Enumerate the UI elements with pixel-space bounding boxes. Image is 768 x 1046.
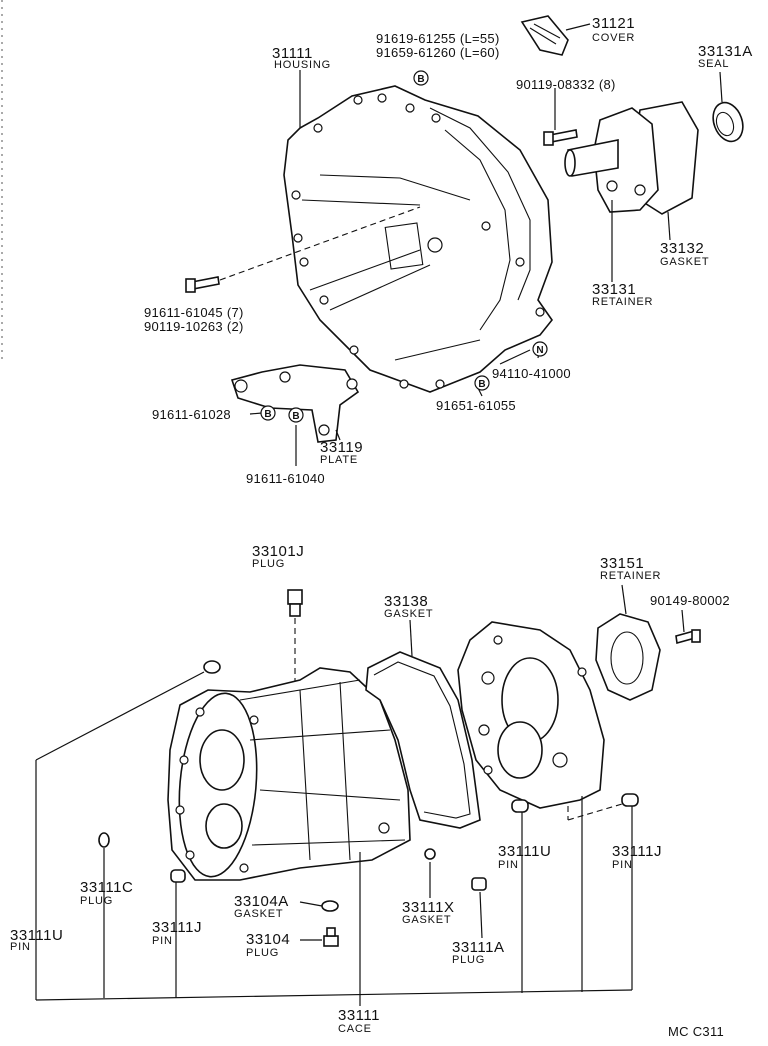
pin-number: 33111J [152,919,202,936]
plug-a-part [471,877,487,891]
diagram-code: MC C311 [668,1024,724,1039]
plug-number: 33101J [252,543,304,560]
plug-number: 33104 [246,931,290,948]
svg-text:B: B [417,74,424,85]
plug-name: PLUG [246,947,279,959]
cover-part [520,15,569,56]
pin-name: PIN [498,859,519,871]
pin-u-right [511,799,529,813]
svg-text:B: B [264,409,271,420]
plug-number: 33111C [80,879,133,896]
pin-number: 33111U [10,927,63,944]
housing-number: 31111 [272,45,313,62]
bolt-label: 90119-10263 (2) [144,319,244,334]
gasket-name: GASKET [402,914,451,926]
gasket-number: 33138 [384,593,428,610]
bolt-label: 94110-41000 [492,366,571,381]
gasket-name: GASKET [660,256,709,268]
gasket-name: GASKET [234,908,283,920]
gasket-x-part [424,848,436,860]
plug-c-part [98,832,110,848]
gasket-a-part [321,900,339,912]
retainer-part [564,107,659,213]
mid-gasket [365,651,481,829]
pin-number: 33111U [498,843,551,860]
mark-b-icon: B [413,70,429,86]
pin-number: 33111J [612,843,662,860]
svg-text:B: B [478,379,485,390]
bolt-label: 91619-61255 (L=55) [376,31,500,46]
pin-j-right [621,793,639,807]
gasket-number: 33111X [402,899,455,916]
bolt-label: 90149-80002 [650,593,730,608]
bolt-90119-08332 [543,129,578,146]
cover-name: COVER [592,32,635,44]
plug-b-part [323,927,339,947]
plate-name: PLATE [320,454,358,466]
retainer-name: RETAINER [592,296,653,308]
mark-n-icon: N [532,341,548,357]
mark-b-icon: B [474,375,490,391]
housing-name: HOUSING [274,59,331,71]
rear-plate [457,621,605,809]
bolt-label: 90119-08332 (8) [516,77,616,92]
svg-text:B: B [292,411,299,422]
mark-b-icon: B [260,405,276,421]
bolt-label: 91659-61260 (L=60) [376,45,500,60]
transmission-case [167,667,411,881]
pin-guide-line [567,803,623,821]
clutch-housing [283,85,553,393]
gasket-name: GASKET [384,608,433,620]
mark-b-icon: B [288,407,304,423]
case-number: 33111 [338,1007,380,1024]
pin-j-left [170,869,186,883]
plug-name: PLUG [80,895,113,907]
pin-u-left [203,660,221,674]
seal-part [712,101,744,143]
seal-number: 33131A [698,43,753,60]
plate-part [230,364,360,443]
gasket-number: 33104A [234,893,289,910]
bolt-label: 91611-61028 [152,407,231,422]
plug-name: PLUG [452,954,485,966]
bolt-label: 91611-61040 [246,471,325,486]
bolt-91611-61045 [185,276,220,293]
plug-number: 33111A [452,939,505,956]
plate-number: 33119 [320,439,363,456]
bolt-label: 91651-61055 [436,398,516,413]
svg-text:N: N [536,345,543,356]
plug-part [287,589,303,617]
rear-retainer [595,613,661,701]
seal-name: SEAL [698,58,729,70]
retainer-number: 33151 [600,555,644,572]
pin-name: PIN [152,935,173,947]
bolt-label: 91611-61045 (7) [144,305,244,320]
cover-number: 31121 [592,15,635,32]
bolt-guide-line [219,206,421,281]
pin-name: PIN [10,941,31,953]
pin-name: PIN [612,859,633,871]
case-name: CACE [338,1023,372,1035]
gasket-number: 33132 [660,240,704,257]
plug-name: PLUG [252,558,285,570]
bolt-90149-80002 [675,629,701,645]
retainer-name: RETAINER [600,570,661,582]
retainer-number: 33131 [592,281,636,298]
lower-leader-lines [35,584,685,1006]
